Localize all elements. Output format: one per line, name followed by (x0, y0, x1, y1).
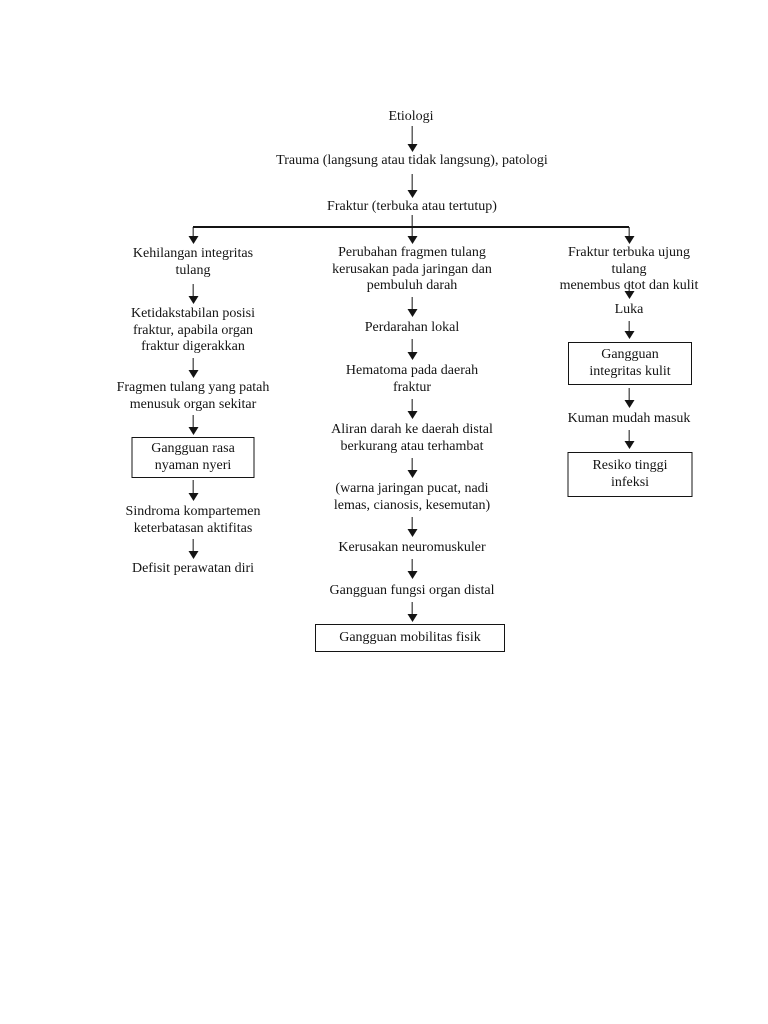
node-hematoma: Hematoma pada daerah fraktur (345, 363, 479, 395)
node-warna-jaringan: (warna jaringan pucat, nadi lemas, ciano… (333, 481, 491, 513)
node-etiologi: Etiologi (388, 109, 434, 124)
arrow-trauma-fraktur (407, 174, 418, 198)
node-resiko-tinggi-infeksi: Resiko tinggi infeksi (567, 452, 693, 497)
node-gangguan-fungsi-organ: Gangguan fungsi organ distal (329, 583, 495, 598)
arrow-mid-6 (407, 559, 418, 579)
node-kerusakan-neuromuskuler: Kerusakan neuromuskuler (338, 540, 486, 555)
node-fraktur: Fraktur (terbuka atau tertutup) (327, 199, 497, 214)
arrow-mid-7 (407, 602, 418, 622)
node-sindroma-kompartemen: Sindroma kompartemen keterbatasan aktifi… (125, 504, 261, 536)
arrow-right-1 (624, 281, 635, 299)
node-kuman-mudah-masuk: Kuman mudah masuk (567, 411, 691, 426)
arrow-left-4 (188, 480, 199, 501)
arrow-left-2 (188, 358, 199, 378)
arrow-mid-2 (407, 339, 418, 360)
arrow-mid-1 (407, 297, 418, 317)
arrow-mid-3 (407, 399, 418, 419)
node-gangguan-integritas-kulit: Gangguan integritas kulit (568, 342, 692, 385)
node-perdarahan-lokal: Perdarahan lokal (364, 320, 460, 335)
arrow-left-5 (188, 539, 199, 559)
node-fraktur-terbuka: Fraktur terbuka ujung tulang menembus ot… (559, 245, 699, 293)
arrow-left-3 (188, 415, 199, 435)
node-perubahan-fragmen: Perubahan fragmen tulang kerusakan pada … (332, 245, 492, 293)
node-aliran-darah: Aliran darah ke daerah distal berkurang … (331, 422, 493, 454)
node-fragmen-tulang: Fragmen tulang yang patah menusuk organ … (116, 380, 270, 412)
branch-hline (193, 226, 629, 228)
arrow-mid-5 (407, 517, 418, 537)
arrow-left-1 (188, 284, 199, 304)
node-defisit-perawatan: Defisit perawatan diri (131, 561, 255, 576)
arrow-right-3 (624, 388, 635, 408)
node-kehilangan-integritas: Kehilangan integritas tulang (132, 246, 254, 278)
arrow-etiologi-trauma (407, 126, 418, 152)
node-gangguan-mobilitas: Gangguan mobilitas fisik (315, 624, 505, 652)
node-trauma: Trauma (langsung atau tidak langsung), p… (276, 153, 548, 168)
node-luka: Luka (614, 302, 644, 317)
arrow-branch-right (624, 227, 635, 244)
arrow-right-4 (624, 430, 635, 449)
arrow-mid-4 (407, 458, 418, 478)
arrow-branch-left (188, 227, 199, 244)
node-gangguan-rasa-nyaman: Gangguan rasa nyaman nyeri (131, 437, 255, 478)
node-ketidakstabilan: Ketidakstabilan posisi fraktur, apabila … (130, 306, 256, 354)
arrow-fraktur-mid-branch (407, 215, 418, 244)
arrow-right-2 (624, 321, 635, 339)
